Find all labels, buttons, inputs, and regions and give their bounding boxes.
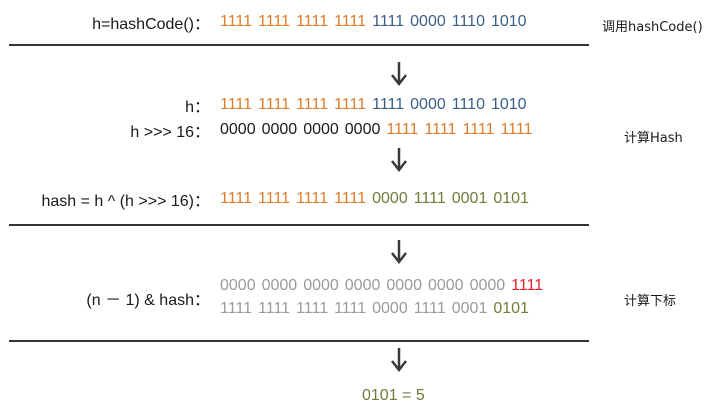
- bit-group: 1111: [296, 190, 329, 207]
- step2-h-label: h：: [185, 99, 210, 116]
- bit-group: 1111: [296, 96, 329, 113]
- down-arrow-icon: [391, 148, 407, 173]
- bit-group: 0000: [372, 190, 408, 207]
- step3-label: hash = h ^ (h >>> 16)：: [41, 193, 210, 210]
- bit-group: 0101: [493, 300, 529, 317]
- bit-group: 1111: [372, 13, 405, 30]
- bit-group: 1111: [372, 96, 405, 113]
- bit-group: 1111: [220, 13, 253, 30]
- bit-group: 1111: [413, 190, 446, 207]
- bit-group: 1010: [490, 96, 527, 113]
- step4-hash-bits: 1111 1111 1111 1111 0000 1111 0001 0101: [214, 300, 529, 318]
- down-arrow-icon: [391, 348, 407, 373]
- bit-group: 0000: [344, 121, 381, 138]
- step4-n-row: 0000 0000 0000 0000 0000 0000 0000 1111: [0, 275, 600, 297]
- step3-row: hash = h ^ (h >>> 16)： 1111 1111 1111 1111 0…: [0, 188, 600, 210]
- step3-bits: 1111 1111 1111 1111 0000 1111 0001 0101: [214, 190, 529, 208]
- bit-group: 0000: [261, 121, 298, 138]
- step2-h-row: h： 1111 1111 1111 1111 1111 0000 1110 1010: [0, 94, 600, 116]
- step4-label: (n － 1) & hash：: [86, 292, 210, 309]
- step4-label-row: (n － 1) & hash：: [0, 287, 214, 309]
- bit-group: 0001: [451, 300, 488, 317]
- bit-group: 1111: [258, 300, 291, 317]
- bit-group: 1010: [490, 13, 527, 30]
- bit-group: 0000: [220, 121, 256, 138]
- bit-group: 0000: [344, 277, 381, 294]
- bit-group: 1111: [220, 190, 253, 207]
- bit-group: 0000: [410, 96, 446, 113]
- divider-3: [9, 340, 589, 342]
- bit-group: 1111: [258, 190, 291, 207]
- bit-group: 1111: [220, 96, 253, 113]
- bit-group: 0000: [303, 277, 339, 294]
- bit-group: 1111: [424, 121, 457, 138]
- bit-group: 0000: [386, 277, 422, 294]
- bit-group: 0000: [427, 277, 464, 294]
- result-text: 0101 = 5: [362, 387, 425, 404]
- down-arrow-icon: [391, 62, 407, 87]
- step4-n-bits: 0000 0000 0000 0000 0000 0000 0000 1111: [214, 277, 543, 295]
- bit-group: 1111: [220, 300, 253, 317]
- bit-group: 0101: [493, 190, 529, 207]
- down-arrow-icon: [391, 240, 407, 265]
- bit-group: 1110: [451, 13, 485, 30]
- step2-shift-row: h >>> 16： 0000 0000 0000 0000 1111 1111 1111 11…: [0, 119, 600, 141]
- step2-side-label: 计算Hash: [624, 131, 683, 146]
- bit-group: 1111: [334, 96, 367, 113]
- step2-shift-label: h >>> 16：: [130, 124, 210, 141]
- bit-group: 1111: [413, 300, 446, 317]
- bit-group: 0000: [469, 277, 506, 294]
- bit-group: 0000: [303, 121, 339, 138]
- bit-group: 0000: [261, 277, 298, 294]
- bit-group: 1111: [462, 121, 495, 138]
- bit-group: 1111: [386, 121, 419, 138]
- bit-group: 1111: [511, 277, 544, 294]
- step4-side-label: 计算下标: [624, 294, 677, 309]
- bit-group: 0000: [220, 277, 256, 294]
- bit-group: 1111: [296, 300, 329, 317]
- step1-side-label: 调用hashCode(): [602, 20, 703, 35]
- bit-group: 0000: [410, 13, 446, 30]
- step4-hash-row: 1111 1111 1111 1111 0000 1111 0001 0101: [0, 298, 600, 320]
- bit-group: 1110: [451, 96, 485, 113]
- bit-group: 0001: [451, 190, 488, 207]
- step1-label: h=hashCode()：: [92, 16, 210, 33]
- bit-group: 1111: [334, 190, 367, 207]
- bit-group: 1111: [334, 13, 367, 30]
- bit-group: 1111: [296, 13, 329, 30]
- bit-group: 1111: [258, 96, 291, 113]
- step2-shift-bits: 0000 0000 0000 0000 1111 1111 1111 1111: [214, 121, 533, 139]
- bit-group: 1111: [500, 121, 533, 138]
- bit-group: 1111: [334, 300, 367, 317]
- bit-group: 0000: [372, 300, 408, 317]
- step2-h-bits: 1111 1111 1111 1111 1111 0000 1110 1010: [214, 96, 527, 114]
- bit-group: 1111: [258, 13, 291, 30]
- divider-2: [9, 224, 589, 226]
- divider-1: [9, 44, 589, 46]
- step1-bits: 1111 1111 1111 1111 1111 0000 1110 1010: [214, 13, 527, 31]
